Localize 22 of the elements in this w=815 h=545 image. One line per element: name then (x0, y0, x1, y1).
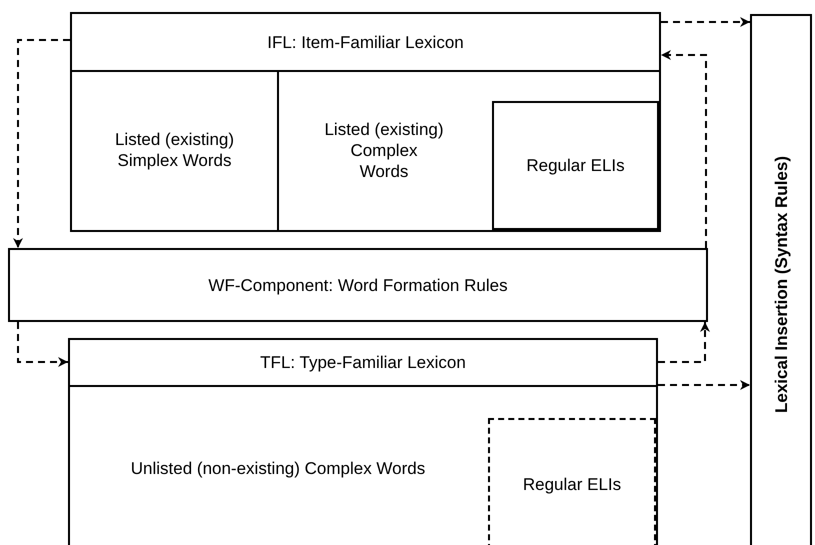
insertion-box (750, 14, 812, 545)
lexicon-box (68, 338, 658, 545)
dashed-box (488, 418, 656, 545)
lexicon-cell (277, 70, 659, 230)
vertical-label: Lexical Insertion (Syntax Rules) (770, 156, 792, 412)
dashed-arrow (661, 50, 707, 248)
dashed-arrow (658, 322, 710, 363)
component-box (492, 101, 659, 230)
lexicon-box (70, 12, 661, 232)
dashed-arrow (13, 39, 70, 248)
lexicon-heading: IFL: Item-Familiar Lexicon (267, 32, 464, 52)
lexicon-body-text: Unlisted (non-existing) Complex Words (130, 458, 426, 479)
box-label: WF-Component: Word Formation Rules (208, 274, 508, 296)
box-label: Listed (existing) Complex Words (324, 118, 444, 182)
box-label: Regular ELIs (526, 155, 625, 176)
component-box (8, 248, 708, 322)
dashed-arrow (661, 17, 750, 27)
lexicon-heading: TFL: Type-Familiar Lexicon (260, 352, 466, 373)
dashed-arrow (17, 322, 68, 367)
box-label: Listed (existing) Simplex Words (114, 129, 234, 171)
dashed-arrow (658, 380, 750, 390)
box-label: Regular ELIs (522, 474, 622, 494)
